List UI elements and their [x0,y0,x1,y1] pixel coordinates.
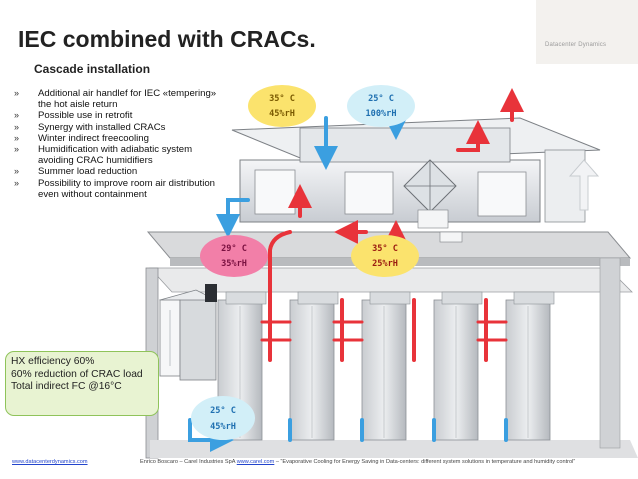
rack-row-5 [505,291,555,441]
hot-air-flow [260,88,524,362]
list-item: the hot aisle return [38,99,118,111]
list-item: »Possible use in retrofit [14,110,133,122]
list-item: »Possibility to improve room air distrib… [14,177,216,189]
list-item: »Humidification with adiabatic system [14,144,193,156]
list-item: »Synergy with installed CRACs [14,121,166,133]
crac-unit [158,284,218,381]
bubble-outdoor-out [347,85,415,127]
rack-row-2 [289,291,339,441]
page-title: IEC combined with CRACs. [18,26,316,52]
logo: Datacenter Dynamics [545,42,607,48]
outdoor-in-rh: 45%rH [269,109,295,119]
hx-line-1: HX efficiency 60% [11,356,95,367]
iec-air-handler [231,117,601,243]
hx-line-2: 60% reduction of CRAC load [11,368,143,380]
bubble-room-supply [191,396,255,440]
outdoor-out-temp: 25° C [368,94,394,104]
exhaust-arrow [568,159,600,211]
bubble-supply-mid [200,235,268,277]
server-racks [217,291,555,441]
return-hot-rh: 25%rH [372,259,398,269]
room-supply-temp: 25° C [210,406,236,416]
footer-site-link[interactable]: www.datacenterdynamics.com [12,459,88,465]
footer-credit: Enrico Boscaro – Carel Industries SpA ww… [140,459,576,465]
outdoor-out-rh: 100%rH [365,109,397,119]
room-supply-rh: 45%rH [210,422,236,432]
feature-list: »Additional air handlef for IEC «temperi… [14,88,244,200]
list-item: even without containment [38,188,147,200]
rack-row-3 [361,291,411,441]
outdoor-in-temp: 35° C [269,94,295,104]
list-item: »Additional air handlef for IEC «temperi… [14,88,217,99]
hx-line-3: Total indirect FC @16°C [11,381,122,393]
supply-mid-rh: 35%rH [221,259,247,269]
footer-carel-link[interactable]: www.carel.com [236,459,275,465]
logo-background [536,0,638,64]
page-subtitle: Cascade installation [34,62,151,76]
hx-efficiency-box: HX efficiency 60% 60% reduction of CRAC … [5,351,159,416]
list-item: avoiding CRAC humidifiers [38,155,153,167]
list-item: »Winter indirect freecooling [14,132,149,144]
bubble-outdoor-in [248,85,316,127]
bubble-return-hot [351,235,419,277]
supply-mid-temp: 29° C [221,244,247,254]
list-item: »Summer load reduction [14,166,138,178]
return-hot-temp: 35° C [372,244,398,254]
rack-row-4 [433,291,483,441]
